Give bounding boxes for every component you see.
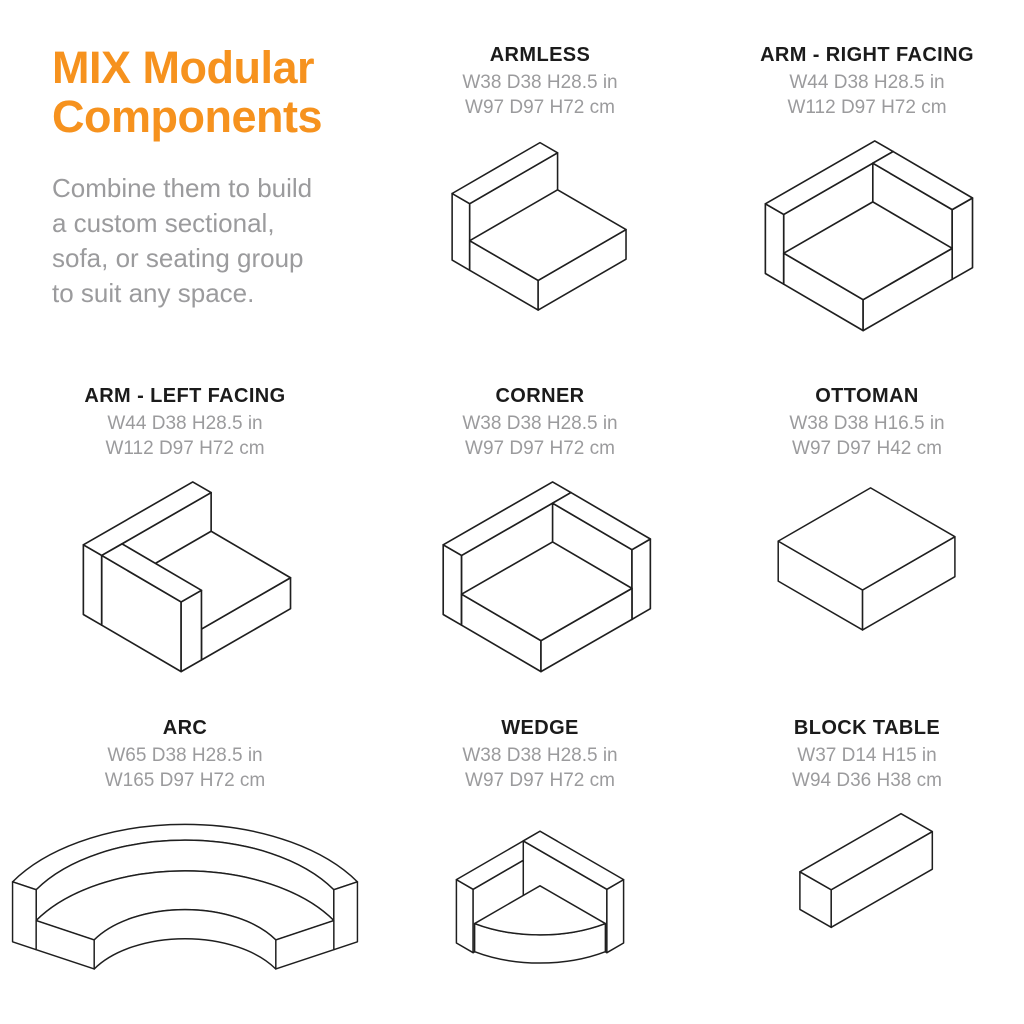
arm-right-drawing [746,138,988,336]
ottoman-isometric-drawing [777,487,956,631]
intro-subtitle: Combine them to build a custom sectional… [52,173,313,308]
component-cell-corner: CORNER W38 D38 H28.5 in W97 D97 H72 cm [370,352,710,684]
component-name: CORNER [495,385,585,407]
component-name: ARC [162,717,208,739]
component-name: OTTOMAN [815,385,919,407]
arm-left-drawing [64,479,306,677]
component-cell-block-table: BLOCK TABLE W37 D14 H15 in W94 D36 H38 c… [710,684,1024,1024]
component-dims-in: W38 D38 H16.5 in [789,413,945,434]
corner-drawing [419,479,661,677]
component-dims-cm: W165 D97 H72 cm [104,770,266,792]
component-cell-ottoman: OTTOMAN W38 D38 H16.5 in W97 D97 H42 cm [710,352,1024,684]
arc-isometric-drawing [11,823,359,970]
component-dims-cm: W97 D97 H42 cm [792,438,942,460]
component-dims-in: W37 D14 H15 in [797,745,937,766]
component-dims-in: W38 D38 H28.5 in [462,413,618,434]
block-table-drawing [782,811,952,941]
component-dims-in: W38 D38 H28.5 in [462,72,618,93]
component-name: ARMLESS [489,44,591,66]
component-cell-arm-left: ARM - LEFT FACING W44 D38 H28.5 in W112 … [0,352,370,684]
component-name: WEDGE [501,717,579,739]
component-dims-in: W38 D38 H28.5 in [462,745,618,766]
component-dims-cm: W97 D97 H72 cm [465,97,615,119]
arm-left-isometric-drawing [82,481,292,673]
component-dims-in: W44 D38 H28.5 in [789,72,945,93]
component-dims-cm: W97 D97 H72 cm [465,770,615,792]
component-dims-cm: W112 D97 H72 cm [787,97,947,119]
component-cell-arm-right: ARM - RIGHT FACING W44 D38 H28.5 in W112… [710,0,1024,352]
component-dims-in: W44 D38 H28.5 in [107,413,263,434]
component-name: ARM - RIGHT FACING [760,44,974,66]
component-name: BLOCK TABLE [793,717,941,739]
armless-drawing [429,138,651,318]
block-table-isometric-drawing [799,813,934,929]
component-dims-cm: W94 D36 H38 cm [792,770,942,792]
intro-block: MIX Modular Components Combine them to b… [0,0,370,352]
ottoman-drawing [756,479,978,643]
component-name: ARM - LEFT FACING [84,385,286,407]
page-title: MIX Modular Components [52,42,323,142]
arm-right-isometric-drawing [764,140,974,332]
wedge-drawing [430,811,650,978]
component-dims-cm: W112 D97 H72 cm [105,438,265,460]
component-cell-wedge: WEDGE W38 D38 H28.5 in W97 D97 H72 cm [370,684,710,1024]
wedge-isometric-drawing [455,830,625,964]
component-cell-armless: ARMLESS W38 D38 H28.5 in W97 D97 H72 cm [370,0,710,352]
armless-isometric-drawing [451,141,627,311]
component-cell-arc: ARC W65 D38 H28.5 in W165 D97 H72 cm [0,684,370,1024]
component-dims-in: W65 D38 H28.5 in [107,745,263,766]
arc-drawing [1,811,369,982]
component-dims-cm: W97 D97 H72 cm [465,438,615,460]
corner-isometric-drawing [442,481,652,673]
